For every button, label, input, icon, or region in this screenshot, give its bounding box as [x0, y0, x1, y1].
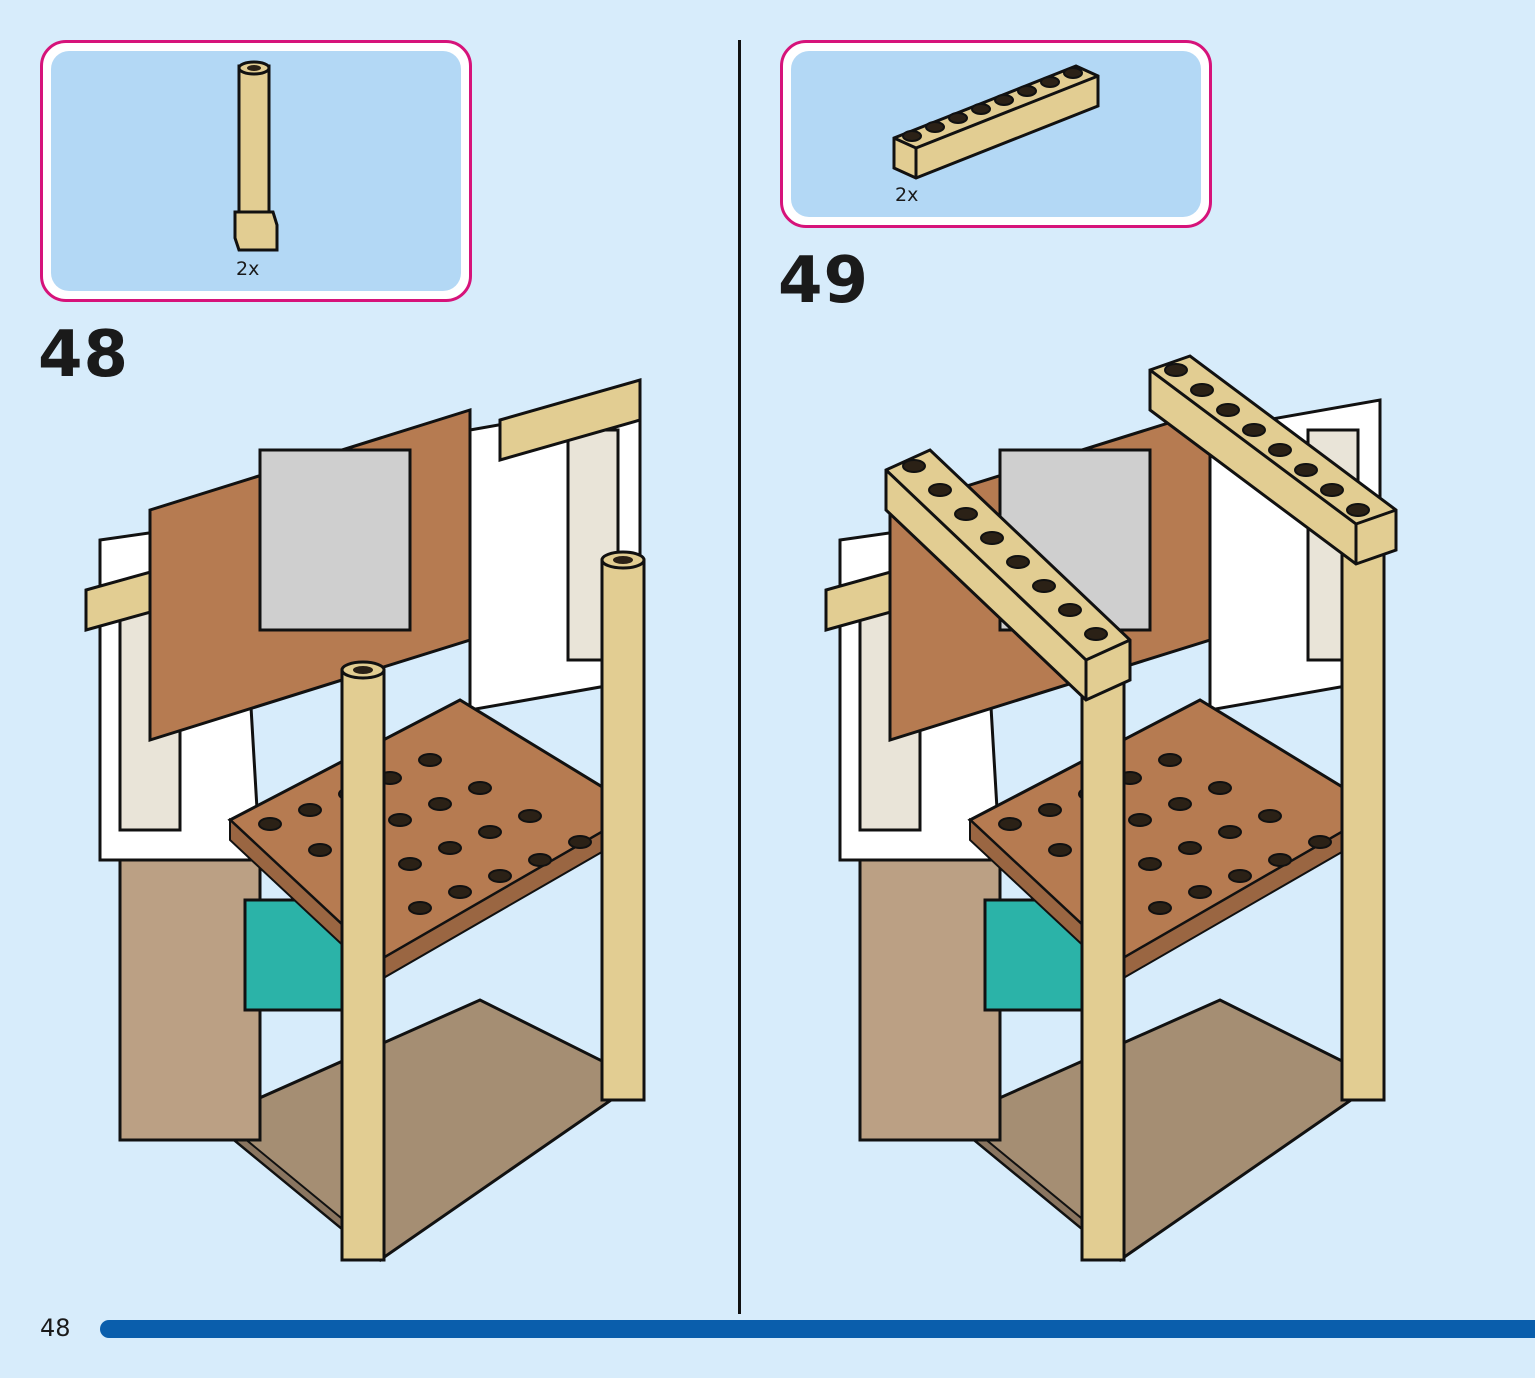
tan-column-right	[1340, 528, 1386, 1102]
step-divider	[738, 40, 741, 1314]
left-wall-lower	[858, 818, 1002, 1142]
step-number: 49	[778, 244, 870, 318]
tan-column-part-icon	[233, 60, 279, 252]
tan-brick-1x8-part-icon	[892, 64, 1100, 180]
base-plate	[207, 998, 643, 1262]
build-illustration-step-49	[824, 354, 1398, 1263]
portrait-frame	[258, 448, 412, 632]
step-number: 48	[38, 318, 130, 392]
new-tan-beam-right	[1148, 354, 1398, 566]
tan-column-right	[600, 558, 646, 1102]
build-illustration-step-48	[84, 378, 646, 1263]
base-plate	[947, 998, 1383, 1262]
part-quantity: 2x	[895, 184, 919, 206]
tan-column-left	[340, 668, 386, 1262]
page-number: 48	[40, 1314, 71, 1342]
progress-bar	[100, 1320, 1535, 1338]
left-wall-lower	[118, 818, 262, 1142]
part-quantity: 2x	[236, 258, 260, 280]
tan-column-left	[1080, 648, 1126, 1262]
new-tan-beam-left	[884, 448, 1132, 702]
